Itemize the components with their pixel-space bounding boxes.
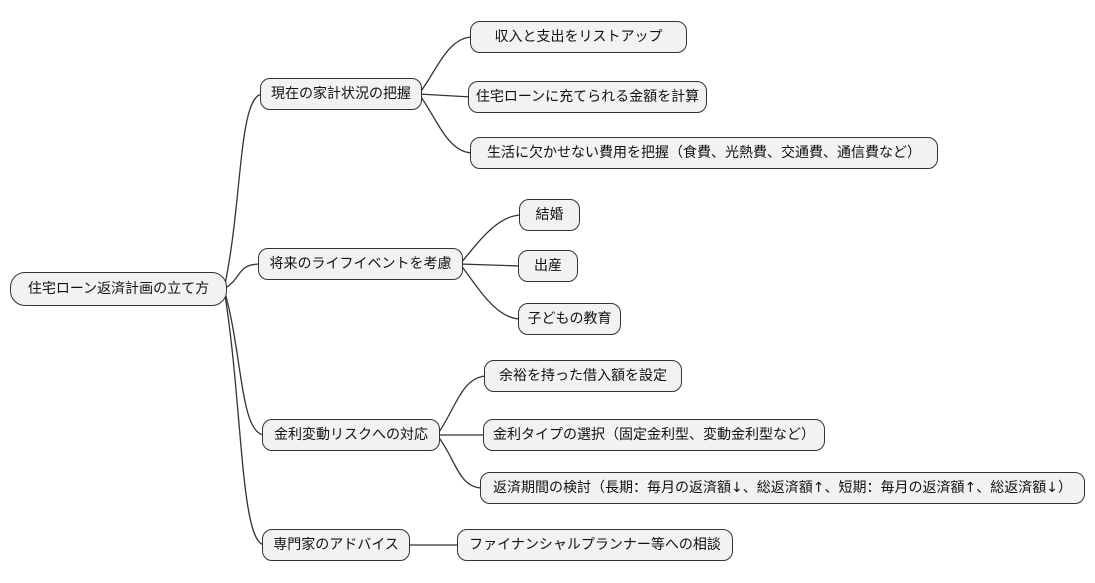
mindmap-branch-0-node: 現在の家計状況の把握: [260, 78, 422, 110]
mindmap-leaf-2-1-node: 金利タイプの選択（固定金利型、変動金利型など）: [483, 419, 825, 451]
edge-root-branch-2: [223, 288, 266, 436]
edge-root-branch-1: [223, 263, 262, 290]
mindmap-leaf-0-2-node: 生活に欠かせない費用を把握（食費、光熱費、交通費、通信費など）: [470, 137, 938, 169]
edge-branch-1-leaf-0: [459, 214, 523, 265]
mindmap-leaf-0-1-node: 住宅ローンに充てられる金額を計算: [468, 81, 707, 113]
mindmap-branch-1-node: 将来のライフイベントを考慮: [258, 248, 463, 280]
mindmap-leaf-2-2-node: 返済期間の検討（長期：毎月の返済額↓、総返済額↑、短期：毎月の返済額↑、総返済額…: [480, 472, 1085, 504]
mindmap-leaf-3-0-node: ファイナンシャルプランナー等への相談: [457, 529, 733, 561]
edge-branch-1-leaf-2: [459, 263, 522, 320]
edge-branch-0-leaf-1: [418, 93, 472, 98]
edge-branch-2-leaf-0: [436, 375, 488, 436]
edge-branch-2-leaf-2: [436, 434, 484, 489]
edge-branch-0-leaf-0: [418, 36, 474, 95]
edge-root-branch-0: [223, 93, 264, 290]
mindmap-branch-3-node: 専門家のアドバイス: [262, 529, 410, 561]
mindmap-leaf-2-0-node: 余裕を持った借入額を設定: [484, 360, 682, 392]
mindmap-leaf-0-0-node: 収入と支出をリストアップ: [470, 21, 687, 53]
mindmap-branch-2-node: 金利変動リスクへの対応: [262, 419, 440, 451]
mindmap-leaf-1-0-node: 結婚: [519, 199, 580, 231]
edge-branch-1-leaf-1: [459, 263, 522, 267]
edge-root-branch-3: [223, 288, 266, 546]
edge-branch-0-leaf-2: [418, 93, 474, 154]
mindmap-root-node: 住宅ローン返済計画の立て方: [10, 272, 227, 306]
mindmap-leaf-1-1-node: 出産: [518, 250, 578, 282]
mindmap-leaf-1-2-node: 子どもの教育: [518, 303, 621, 335]
